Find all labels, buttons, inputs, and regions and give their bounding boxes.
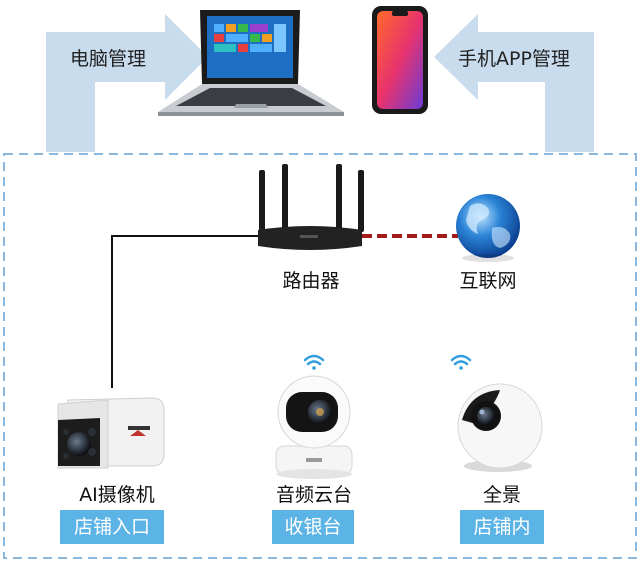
internet-globe-icon	[456, 194, 520, 262]
smartphone-icon	[372, 6, 428, 114]
pc-arrow	[46, 14, 208, 152]
internet-label: 互联网	[459, 270, 517, 292]
cashier-badge: 收银台	[272, 510, 354, 544]
pc-management-label: 电脑管理	[70, 48, 147, 70]
ai-camera-label: AI摄像机	[79, 484, 155, 506]
ptz-camera-label: 音频云台	[275, 484, 352, 506]
wifi-icon	[303, 354, 472, 370]
panoramic-camera-icon	[457, 383, 543, 472]
ptz-camera-icon	[275, 375, 353, 479]
router-icon	[258, 164, 364, 250]
panoramic-camera-label: 全景	[482, 484, 521, 506]
router-label: 路由器	[282, 270, 340, 292]
in-store-badge: 店铺内	[460, 510, 544, 544]
camera-to-router-cable	[111, 235, 262, 388]
local-network-border	[3, 153, 637, 559]
app-management-label: 手机APP管理	[458, 48, 570, 70]
entrance-badge: 店铺入口	[60, 510, 164, 544]
laptop-icon	[158, 10, 344, 116]
bullet-camera-icon	[57, 397, 165, 469]
app-arrow	[434, 14, 594, 152]
